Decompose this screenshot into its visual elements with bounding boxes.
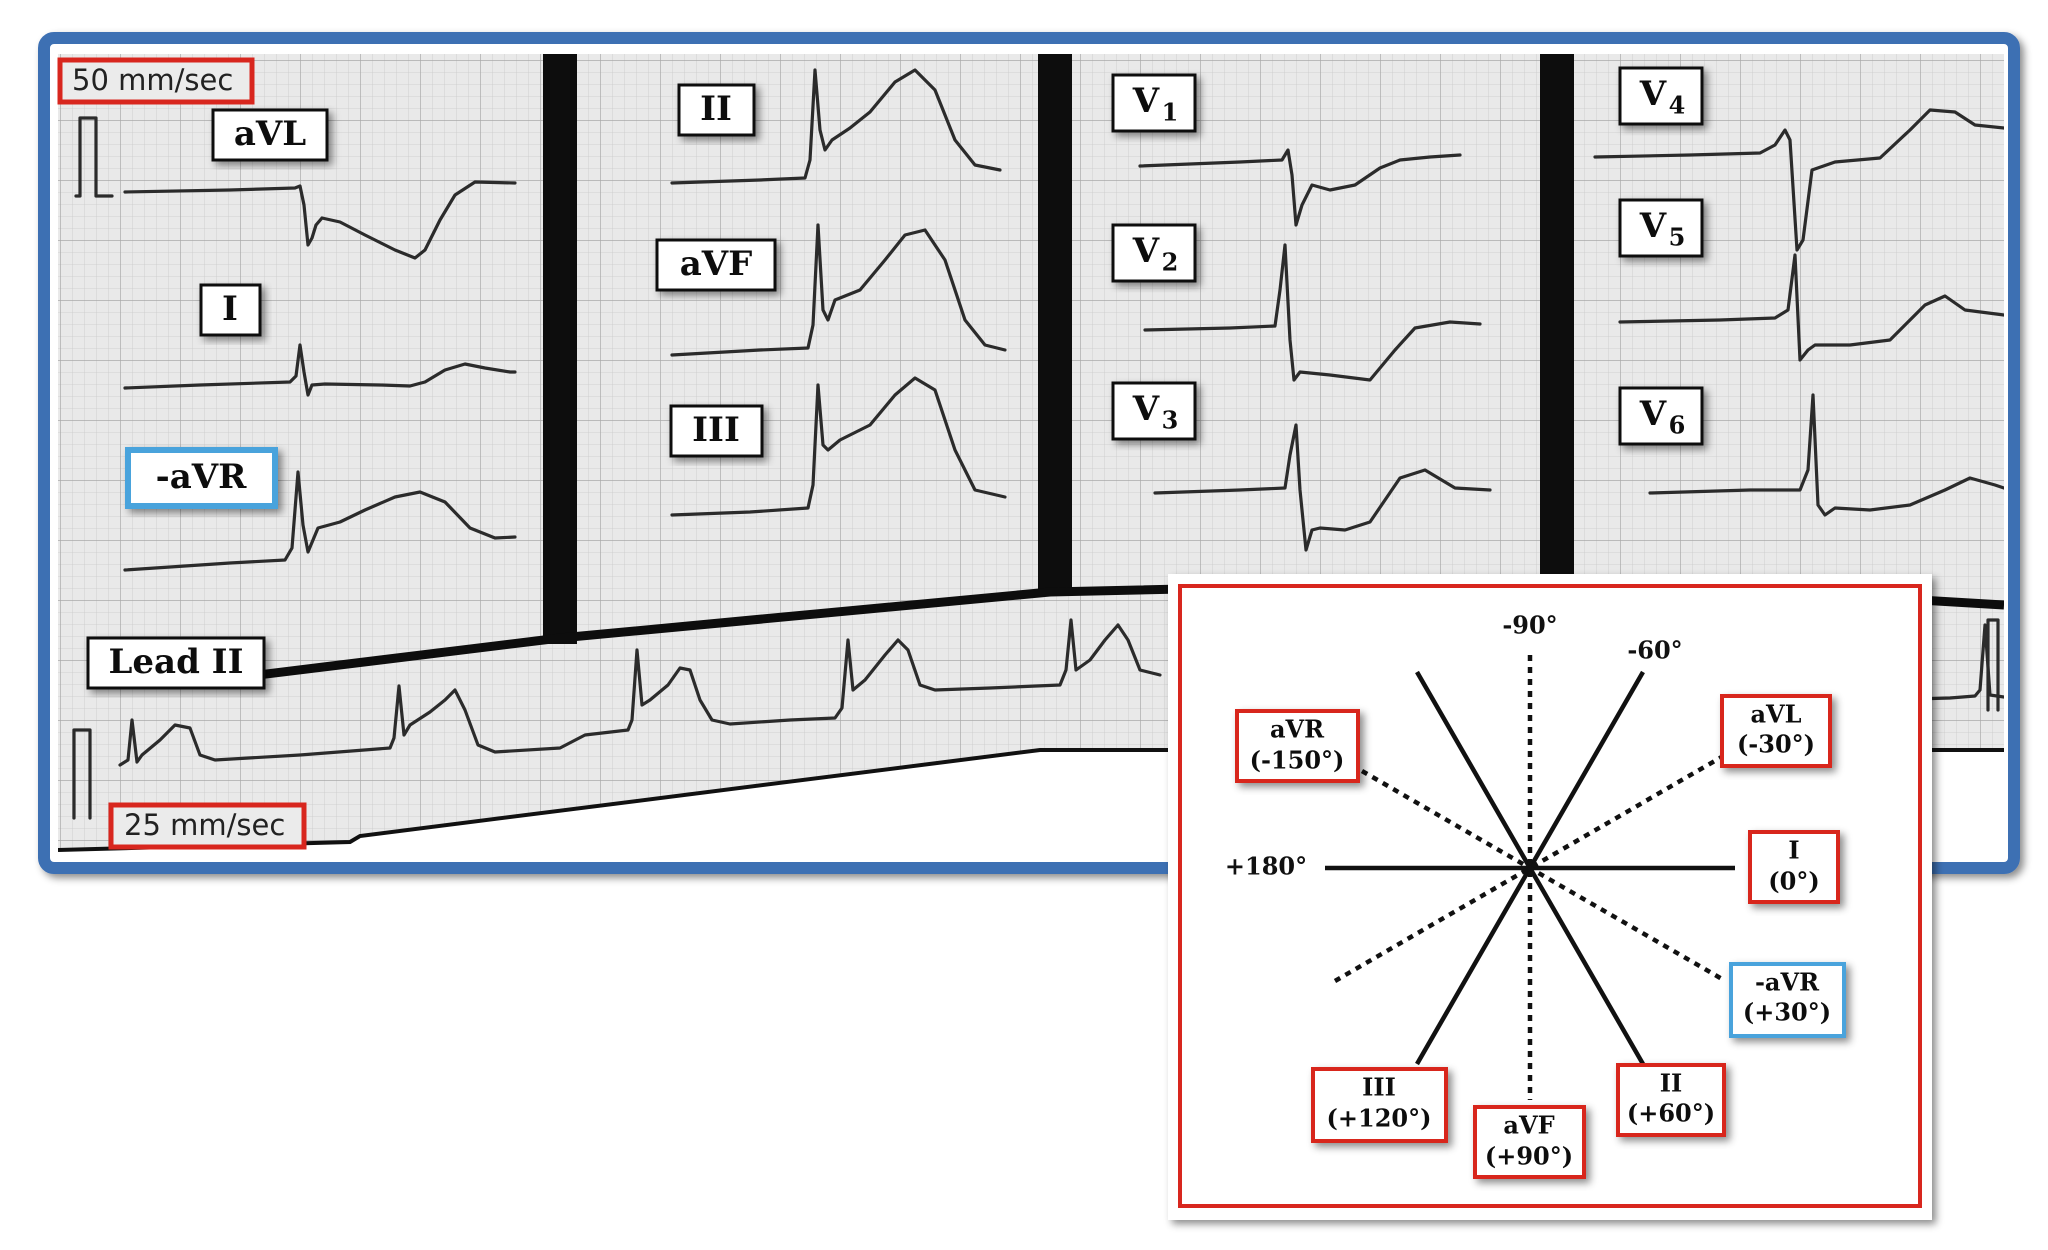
svg-text:4: 4 — [1669, 91, 1686, 120]
column-separator — [543, 54, 577, 644]
svg-text:6: 6 — [1669, 411, 1686, 440]
lead-label-V6: V 6 — [1618, 386, 1704, 446]
trace-V2 — [1143, 243, 1482, 382]
svg-text:5: 5 — [1669, 223, 1686, 252]
degree-plus-180: +180° — [1225, 852, 1307, 881]
svg-text:III: III — [1362, 1073, 1396, 1102]
svg-text:V: V — [1132, 389, 1160, 429]
svg-text:1: 1 — [1162, 98, 1179, 127]
lead-label-V3: V 3 — [1111, 381, 1197, 441]
svg-text:2: 2 — [1162, 248, 1179, 277]
axis-box-I: I (0°) — [1748, 830, 1840, 904]
svg-text:aVL: aVL — [234, 114, 306, 154]
svg-text:(+90°): (+90°) — [1485, 1142, 1573, 1171]
lead-label-aVF: aVF — [655, 238, 777, 292]
svg-text:(-30°): (-30°) — [1737, 730, 1815, 759]
lead-label-rhythm-II: Lead II — [86, 636, 266, 690]
svg-text:III: III — [692, 410, 740, 450]
svg-text:V: V — [1132, 81, 1160, 121]
calibration-pulse — [74, 116, 114, 198]
svg-text:25 mm/sec: 25 mm/sec — [124, 808, 285, 842]
svg-text:Lead II: Lead II — [109, 642, 244, 682]
lead-label-V5: V 5 — [1618, 198, 1704, 258]
lead-label-neg-aVR: -aVR — [125, 447, 278, 509]
svg-text:-aVR: -aVR — [1755, 968, 1820, 997]
svg-text:I: I — [222, 289, 238, 329]
svg-text:V: V — [1639, 394, 1667, 434]
speed-label-top: 50 mm/sec — [57, 57, 255, 105]
lead-label-III: III — [669, 404, 764, 458]
speed-label-bottom: 25 mm/sec — [108, 802, 307, 850]
svg-text:V: V — [1639, 206, 1667, 246]
calibration-pulse — [72, 728, 92, 820]
trace-aVF — [670, 223, 1007, 357]
svg-text:3: 3 — [1162, 406, 1179, 435]
svg-text:V: V — [1639, 74, 1667, 114]
lead-label-II: II — [677, 83, 756, 137]
svg-text:II: II — [1660, 1069, 1682, 1098]
axis-aVR — [1333, 753, 1727, 983]
hexaxial-inset: -90° -60° +180° aVR (-150°) aVL (-30°) I… — [1168, 574, 1932, 1220]
trace-lead-II-rhythm-right — [1878, 623, 2004, 702]
trace-V4 — [1593, 108, 2004, 252]
trace-aVL — [123, 180, 517, 260]
svg-text:(+120°): (+120°) — [1327, 1104, 1432, 1133]
column-separator — [1038, 54, 1072, 592]
degree-minus-90: -90° — [1502, 611, 1557, 640]
svg-text:(+30°): (+30°) — [1743, 998, 1831, 1027]
svg-text:(-150°): (-150°) — [1250, 746, 1345, 775]
axis-box-aVR: aVR (-150°) — [1235, 709, 1360, 783]
axis-box-aVL: aVL (-30°) — [1720, 694, 1832, 768]
svg-text:aVF: aVF — [1503, 1111, 1554, 1140]
svg-text:aVF: aVF — [680, 244, 753, 284]
lead-label-V2: V 2 — [1111, 223, 1197, 283]
axis-box-neg-aVR: -aVR (+30°) — [1729, 962, 1846, 1038]
hexaxial-axes — [1325, 655, 1735, 1100]
trace-V6 — [1648, 393, 2004, 517]
svg-text:V: V — [1132, 231, 1160, 271]
trace-lead-II-rhythm — [118, 618, 1162, 767]
axis-box-II: II (+60°) — [1616, 1063, 1726, 1137]
svg-text:(+60°): (+60°) — [1627, 1099, 1715, 1128]
svg-text:-aVR: -aVR — [156, 457, 248, 497]
lead-label-aVL: aVL — [211, 108, 329, 162]
lead-label-V1: V 1 — [1111, 73, 1197, 133]
svg-text:II: II — [700, 89, 732, 129]
trace-neg-aVR — [123, 470, 517, 572]
axis-aVL — [1360, 769, 1724, 981]
degree-minus-60: -60° — [1627, 636, 1682, 665]
lead-label-I: I — [199, 283, 262, 337]
trace-V5 — [1618, 253, 2004, 362]
trace-I — [123, 343, 517, 397]
axis-box-III: III (+120°) — [1311, 1067, 1448, 1143]
trace-V1 — [1138, 148, 1462, 227]
lead-label-V4: V 4 — [1618, 66, 1704, 126]
svg-text:aVL: aVL — [1750, 700, 1801, 729]
trace-V3 — [1153, 423, 1492, 552]
column-separator — [1540, 54, 1574, 574]
svg-text:aVR: aVR — [1270, 715, 1325, 744]
trace-III — [670, 376, 1007, 517]
svg-text:I: I — [1788, 836, 1799, 865]
trace-II — [670, 68, 1002, 185]
svg-text:(0°): (0°) — [1768, 867, 1819, 896]
axis-box-aVF: aVF (+90°) — [1473, 1105, 1586, 1179]
svg-text:50 mm/sec: 50 mm/sec — [72, 63, 233, 97]
